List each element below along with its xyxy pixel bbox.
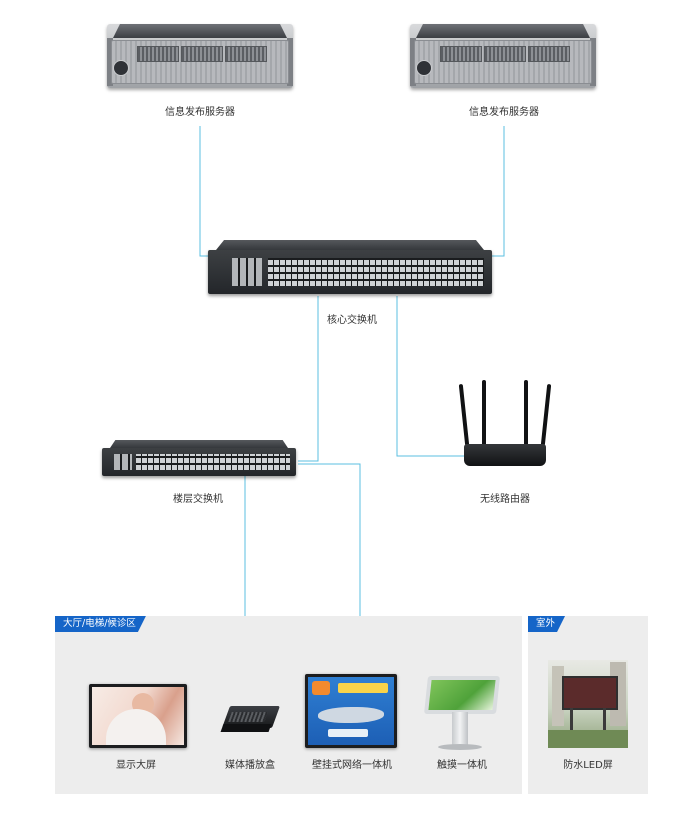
core-switch-label: 核心交换机	[327, 315, 377, 326]
touch-kiosk-label: 触摸一体机	[437, 760, 487, 771]
server-1-image	[107, 24, 293, 88]
link-server2-core	[490, 126, 505, 257]
link-server1-core	[199, 126, 214, 257]
link-core-router	[396, 296, 466, 457]
indoor-zone-tag: 大厅/电梯/候诊区	[55, 616, 146, 632]
floor-switch-image	[102, 440, 296, 476]
server-2-image	[410, 24, 596, 88]
display-screen-image	[89, 684, 187, 748]
outdoor-zone-tag: 室外	[528, 616, 565, 632]
wall-mount-image	[305, 674, 397, 748]
outdoor-led-label: 防水LED屏	[563, 760, 613, 771]
display-screen-label: 显示大屏	[116, 760, 156, 771]
link-floor-indoor-right	[298, 463, 361, 616]
touch-kiosk-image	[424, 676, 500, 752]
media-box-label: 媒体播放盒	[225, 760, 275, 771]
core-switch-image	[208, 240, 492, 294]
media-box-image	[220, 702, 281, 736]
outdoor-led-image	[548, 660, 628, 748]
wall-mount-label: 壁挂式网络一体机	[312, 760, 392, 771]
wireless-router-image	[458, 380, 552, 470]
server-2-label: 信息发布服务器	[469, 107, 539, 118]
server-1-label: 信息发布服务器	[165, 107, 235, 118]
wireless-router-label: 无线路由器	[480, 494, 530, 505]
link-core-floor	[298, 296, 319, 462]
floor-switch-label: 楼层交换机	[173, 494, 223, 505]
